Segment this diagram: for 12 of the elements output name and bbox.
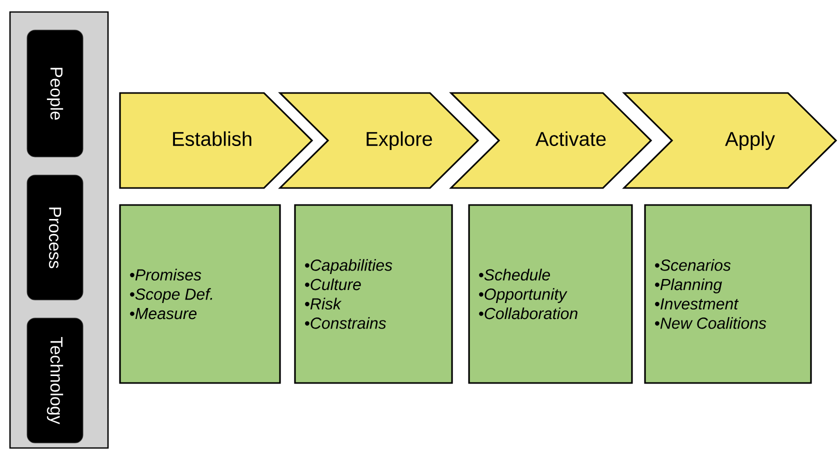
- category-label: Technology: [26, 318, 84, 444]
- node-label: Apply: [725, 131, 775, 150]
- chevron-step: Activate: [449, 92, 652, 189]
- chevron-step: Explore: [278, 92, 480, 189]
- chevron-step: Apply: [622, 92, 838, 189]
- activity-box: •Capabilities •Culture •Risk •Constrains: [294, 204, 453, 384]
- activity-box: •Schedule •Opportunity •Collaboration: [468, 204, 633, 384]
- activity-box: •Promises •Scope Def. •Measure: [119, 204, 281, 384]
- chevron-step: Establish: [119, 92, 314, 189]
- activity-box: •Scenarios •Planning •Investment •New Coalitions: [644, 204, 812, 384]
- category-label: Process: [26, 174, 84, 300]
- category-label: People: [26, 30, 84, 158]
